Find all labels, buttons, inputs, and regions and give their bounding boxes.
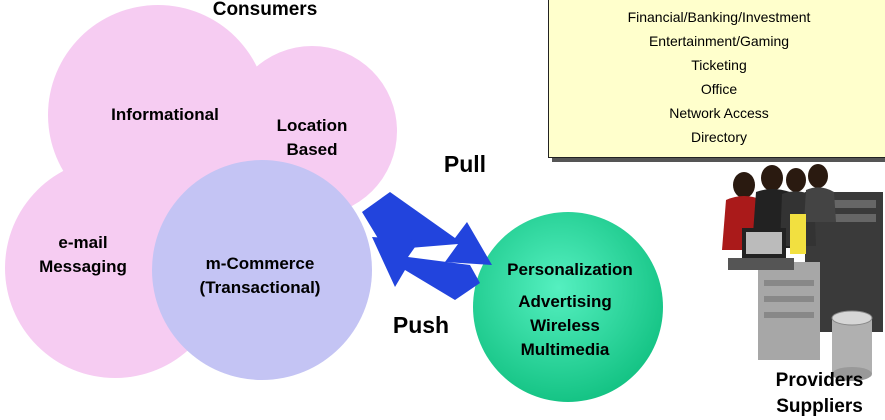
consumers-title: Consumers	[212, 0, 318, 20]
personalization-label: Personalization	[507, 260, 633, 279]
service-item: Directory	[690, 129, 747, 145]
location-based-line-2: Based	[286, 140, 338, 159]
email-line-2: Messaging	[39, 257, 127, 276]
service-item: Network Access	[669, 105, 769, 121]
providers-line-2: Suppliers	[776, 396, 863, 417]
informational-circle	[48, 5, 268, 225]
mcommerce-label: m-Commerce (Transactional)	[160, 252, 360, 300]
service-item: Entertainment/Gaming	[648, 33, 790, 49]
mcommerce-circle	[152, 160, 372, 380]
mcommerce-line-1: m-Commerce	[205, 254, 315, 273]
advertising-line: Advertising	[518, 292, 612, 311]
providers-line-1: Providers	[775, 370, 864, 391]
push-label: Push	[392, 312, 450, 338]
providers-label: Providers Suppliers	[752, 368, 885, 420]
location-based-label: Location Based	[252, 114, 372, 162]
service-item: Office	[700, 81, 738, 97]
location-based-line-1: Location	[276, 116, 348, 135]
push-arrow	[372, 237, 480, 300]
email-messaging-label: e-mail Messaging	[18, 231, 148, 279]
service-item: Financial/Banking/Investment	[627, 9, 811, 25]
pull-label: Pull	[443, 151, 487, 177]
wireless-line: Wireless	[530, 316, 600, 335]
services-box: Financial/Banking/Investment Entertainme…	[548, 0, 885, 158]
service-item: Ticketing	[691, 57, 747, 73]
providers-illustration	[722, 164, 883, 381]
personalization-circle	[473, 212, 663, 402]
provider-circle-lines: Advertising Wireless Multimedia	[495, 290, 635, 362]
services-list: Financial/Banking/Investment Entertainme…	[549, 5, 885, 149]
email-line-1: e-mail	[58, 233, 108, 252]
multimedia-line: Multimedia	[520, 340, 610, 359]
mcommerce-line-2: (Transactional)	[199, 278, 321, 297]
informational-label: Informational	[111, 105, 219, 124]
